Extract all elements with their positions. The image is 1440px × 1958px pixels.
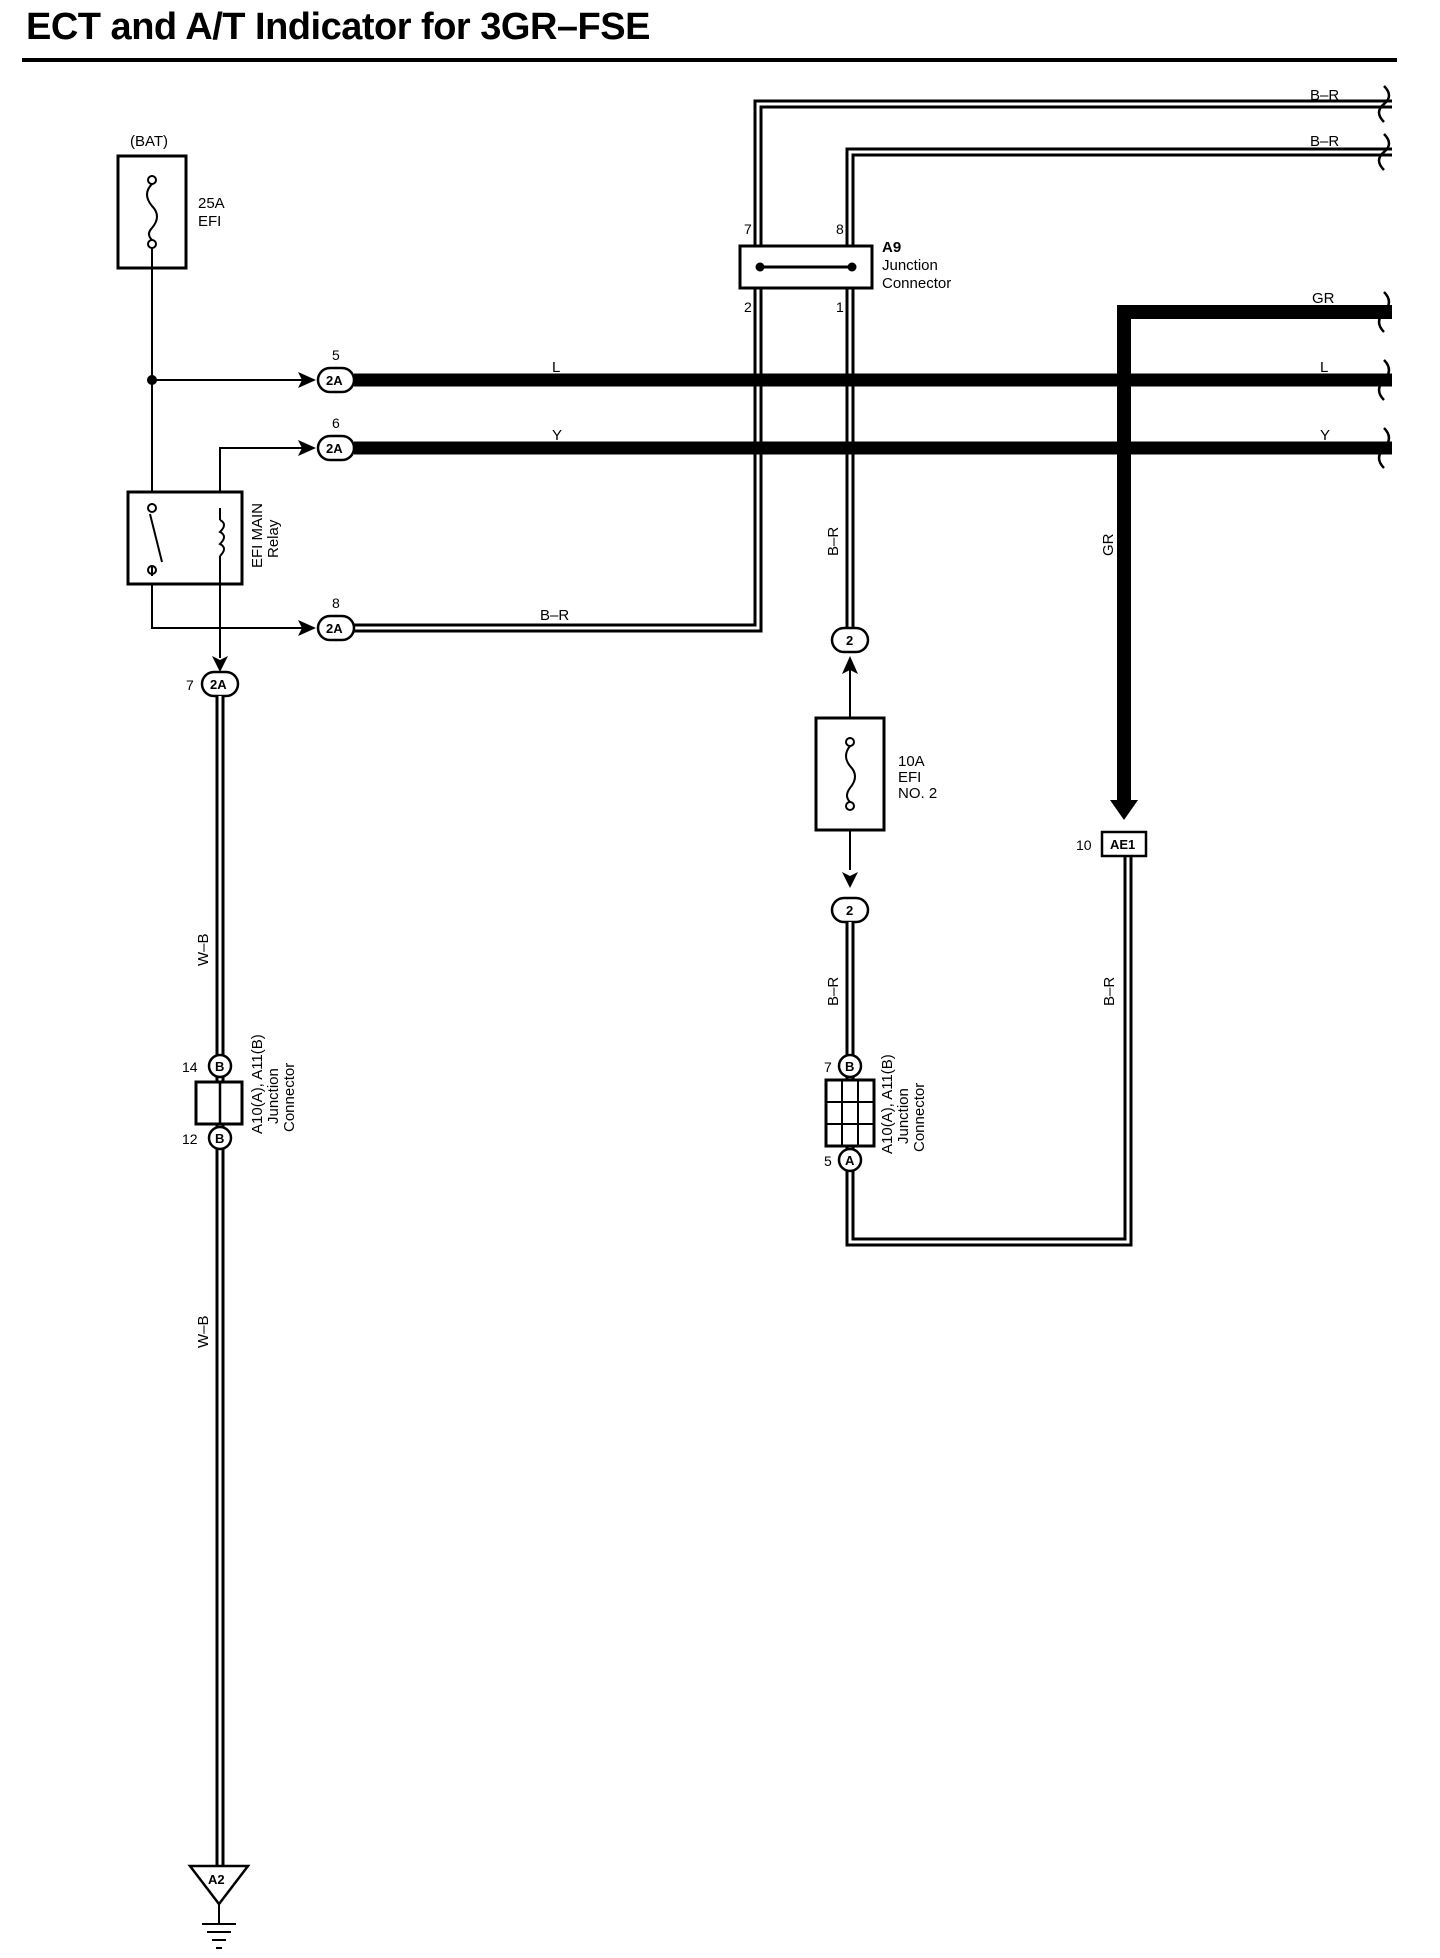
junction-connector-left: B B (194, 1053, 244, 1151)
wire-label-br-vertical: B–R (1101, 977, 1118, 1006)
a9-junction-connector (738, 244, 874, 290)
wire-label-l: L (1320, 359, 1328, 376)
wire-label-wb: W–B (195, 933, 212, 966)
jc-left-label-1: Junction (265, 1068, 282, 1124)
wire-label-gr-vertical: GR (1100, 533, 1117, 556)
wire-br-lower-loop (845, 856, 1133, 1247)
page-title: ECT and A/T Indicator for 3GR–FSE (26, 6, 650, 48)
pin-8: 8 (332, 595, 340, 611)
wire-end-wave (1377, 133, 1391, 171)
a9-pin-2: 2 (744, 299, 752, 315)
svg-text:A: A (845, 1153, 855, 1168)
fuse-efi-no2-rating: 10A (898, 753, 925, 770)
ground-a2: A2 (187, 1864, 251, 1949)
arrow-icon (298, 372, 316, 388)
a9-pin-7: 7 (744, 221, 752, 237)
svg-text:2A: 2A (326, 441, 343, 456)
wire-label-br-vertical: B–R (825, 527, 842, 556)
connector-2a-pin5: 2A (316, 366, 356, 394)
wire-end-wave (1377, 291, 1391, 333)
wire-label-br: B–R (1310, 87, 1339, 104)
left-circuit-wires (151, 248, 302, 658)
fuse-efi-no2-name-2: NO. 2 (898, 785, 937, 802)
connector-2-upper: 2 (830, 626, 870, 654)
arrow-icon (298, 440, 316, 456)
svg-text:2A: 2A (210, 677, 227, 692)
wire-label-wb: W–B (195, 1315, 212, 1348)
pin-5: 5 (332, 347, 340, 363)
wire-br-top-inner (845, 147, 1392, 630)
wire-label-br-relay: B–R (540, 607, 569, 624)
jc-right-label-1: Junction (895, 1088, 912, 1144)
arrow-icon (298, 620, 316, 636)
relay-label-1: EFI MAIN (249, 503, 266, 568)
relay-label-2: Relay (265, 519, 282, 558)
arrow-icon (212, 656, 228, 672)
connector-2a-pin6: 2A (316, 434, 356, 462)
jc-left-pin-bottom: 12 (182, 1131, 198, 1147)
arrow-icon (842, 656, 858, 674)
jc-left-pin-top: 14 (182, 1059, 198, 1075)
svg-text:A2: A2 (208, 1872, 225, 1887)
jc-right-label-2: Connector (911, 1083, 928, 1152)
fuse-efi-name: EFI (198, 213, 221, 230)
jc-right-pin-bottom: 5 (824, 1153, 832, 1169)
wire-br-top-outer (348, 99, 1392, 633)
fuse-efi-no2-name-1: EFI (898, 769, 921, 786)
svg-text:B: B (215, 1059, 224, 1074)
a9-label-1: Junction (882, 257, 938, 274)
arrow-icon (842, 872, 858, 888)
pin-6: 6 (332, 415, 340, 431)
wire-end-wave (1377, 427, 1391, 469)
bat-label: (BAT) (130, 133, 168, 150)
wire-label-gr: GR (1312, 290, 1335, 307)
svg-text:2: 2 (846, 633, 853, 648)
a9-pin-8: 8 (836, 221, 844, 237)
svg-text:2A: 2A (326, 373, 343, 388)
a9-pin-1: 1 (836, 299, 844, 315)
connector-2a-pin8: 2A (316, 614, 356, 642)
connector-ae1: AE1 (1100, 830, 1148, 858)
wire-label-l: L (552, 359, 560, 376)
fuse-efi-rating: 25A (198, 195, 225, 212)
wire-gr (1110, 305, 1392, 820)
svg-text:B: B (215, 1131, 224, 1146)
junction-connector-right: B A (824, 1053, 876, 1173)
a9-id: A9 (882, 239, 901, 256)
efi-main-relay (126, 490, 244, 586)
svg-text:B: B (845, 1059, 854, 1074)
jc-left-id: A10(A), A11(B) (249, 1034, 266, 1134)
fuse-efi-no2-10a (814, 716, 886, 832)
connector-2a-pin7: 2A (200, 670, 240, 698)
svg-text:AE1: AE1 (1110, 837, 1135, 852)
svg-text:2A: 2A (326, 621, 343, 636)
jc-right-id: A10(A), A11(B) (879, 1054, 896, 1154)
wire-end-wave (1377, 85, 1391, 123)
junction-dot (147, 375, 157, 385)
ae1-pin: 10 (1076, 837, 1092, 853)
jc-left-label-2: Connector (281, 1063, 298, 1132)
wire-label-y: Y (552, 427, 562, 444)
a9-label-2: Connector (882, 275, 951, 292)
wire-label-br: B–R (1310, 133, 1339, 150)
pin-7: 7 (186, 677, 194, 693)
jc-right-pin-top: 7 (824, 1059, 832, 1075)
wire-label-br-vertical: B–R (825, 977, 842, 1006)
connector-2-lower: 2 (830, 896, 870, 924)
wire-label-y: Y (1320, 427, 1330, 444)
title-rule (22, 58, 1397, 62)
svg-text:2: 2 (846, 903, 853, 918)
wire-end-wave (1377, 359, 1391, 401)
